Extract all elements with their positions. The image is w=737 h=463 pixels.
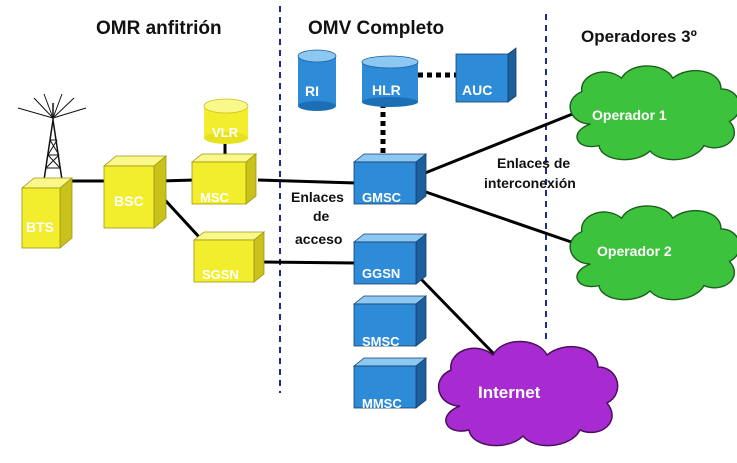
mmsc-label: MMSC xyxy=(362,396,402,411)
ggsn-node: GGSN xyxy=(352,233,428,285)
sgsn-node: SGSN xyxy=(192,231,266,283)
operador1-label: Operador 1 xyxy=(592,107,667,123)
bts-label: BTS xyxy=(26,219,54,235)
bsc-label: BSC xyxy=(114,193,144,209)
operador1-cloud: Operador 1 xyxy=(569,65,737,161)
sgsn-label: SGSN xyxy=(202,267,239,282)
enlaces-acceso-line3: acceso xyxy=(295,231,342,247)
enlaces-interconexion-line1: Enlaces de xyxy=(497,155,570,171)
enlaces-acceso-line1: Enlaces xyxy=(291,189,344,205)
gmsc-node: GMSC xyxy=(352,153,428,205)
ggsn-label: GGSN xyxy=(362,266,400,281)
operador2-label: Operador 2 xyxy=(597,243,672,259)
hlr-node: HLR xyxy=(361,55,419,107)
header-operadores-terceros: Operadores 3º xyxy=(581,27,697,46)
bsc-node: BSC xyxy=(102,155,168,229)
link-gmsc-operador1 xyxy=(419,103,596,177)
enlaces-interconexion-line2: interconexión xyxy=(484,175,576,191)
auc-node: AUC xyxy=(455,47,517,103)
vlr-node: VLR xyxy=(203,98,249,144)
enlaces-acceso-line2: de xyxy=(313,208,330,224)
connections xyxy=(60,103,596,357)
vlr-label: VLR xyxy=(212,125,239,140)
header-omr-anfitrion: OMR anfitrión xyxy=(96,18,222,39)
internet-label: Internet xyxy=(478,383,541,402)
auc-label: AUC xyxy=(462,82,492,98)
antenna-icon xyxy=(17,93,87,181)
gmsc-label: GMSC xyxy=(362,190,402,205)
ri-node: RI xyxy=(297,49,337,111)
smsc-label: SMSC xyxy=(362,334,400,349)
internet-cloud: Internet xyxy=(437,340,619,447)
msc-label: MSC xyxy=(200,190,230,205)
mmsc-node: MMSC xyxy=(352,357,428,411)
operador2-cloud: Operador 2 xyxy=(569,205,737,301)
link-bsc-sgsn xyxy=(163,198,202,240)
link-gmsc-operador2 xyxy=(419,188,581,247)
link-ggsn-internet xyxy=(418,276,497,357)
bts-node: BTS xyxy=(20,177,74,249)
hlr-label: HLR xyxy=(372,82,401,98)
link-msc-gmsc xyxy=(257,178,357,185)
msc-node: MSC xyxy=(190,153,258,205)
link-sgsn-ggsn xyxy=(261,260,357,265)
smsc-node: SMSC xyxy=(352,295,428,349)
header-omv-completo: OMV Completo xyxy=(308,18,444,39)
ri-label: RI xyxy=(305,83,319,99)
